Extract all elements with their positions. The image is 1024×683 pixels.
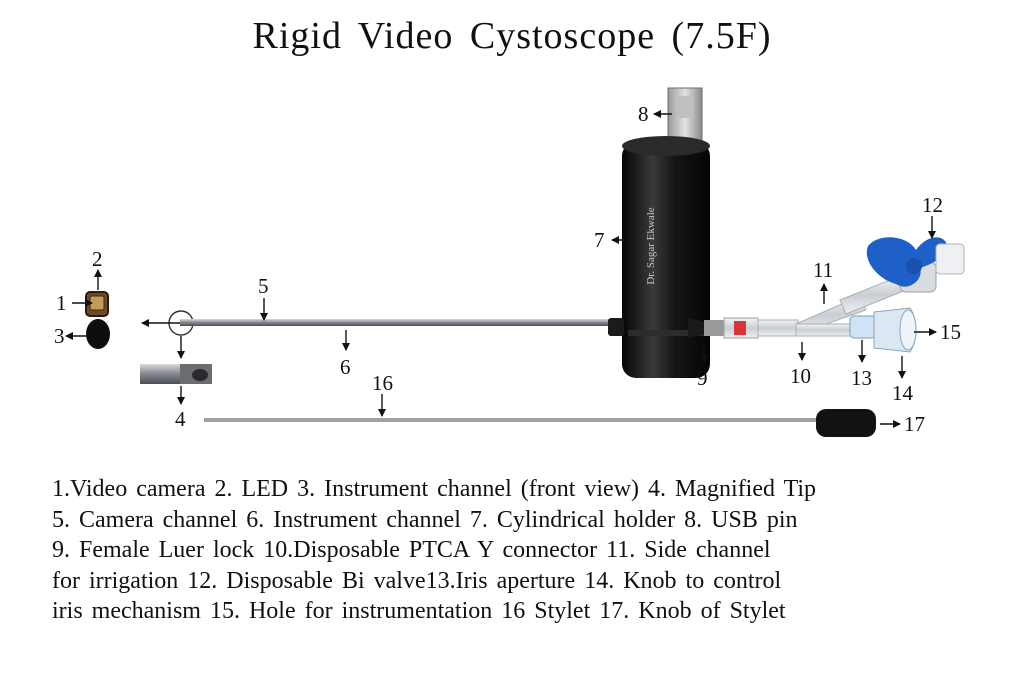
legend-line-4: for irrigation 12. Disposable Bi valve13… xyxy=(52,567,782,594)
holder-collar xyxy=(608,318,624,336)
callout-4: 4 xyxy=(175,407,186,431)
callout-14: 14 xyxy=(892,381,914,405)
bi-valve xyxy=(866,237,965,293)
cylindrical-holder: Dr. Sagar Ekwale xyxy=(622,136,710,378)
stylet xyxy=(204,418,820,422)
holder-engraving: Dr. Sagar Ekwale xyxy=(645,207,657,284)
callout-11: 11 xyxy=(813,258,833,282)
callout-8: 8 xyxy=(638,102,649,126)
callout-2: 2 xyxy=(92,247,103,271)
legend-line-2: 5. Camera channel 6. Instrument channel … xyxy=(52,506,798,533)
page-title: Rigid Video Cystoscope (7.5F) xyxy=(252,15,772,57)
callout-16: 16 xyxy=(372,371,393,395)
callout-3: 3 xyxy=(54,324,65,348)
callout-6: 6 xyxy=(340,355,351,379)
callout-15: 15 xyxy=(940,320,961,344)
instrument-channel-front xyxy=(86,319,110,349)
iris-aperture xyxy=(849,307,917,353)
magnified-tip xyxy=(140,364,212,384)
cystoscope-diagram: Dr. Sagar Ekwale xyxy=(54,87,965,437)
callout-10: 10 xyxy=(790,364,811,388)
holder-cone xyxy=(688,318,706,338)
camera-channel-shaft xyxy=(180,319,620,326)
legend: 1.Video camera 2. LED 3. Instrument chan… xyxy=(52,474,1012,627)
legend-line-3: 9. Female Luer lock 10.Disposable PTCA Y… xyxy=(52,537,771,563)
led-front xyxy=(89,295,105,311)
callout-7: 7 xyxy=(594,228,605,252)
callout-arrows xyxy=(65,110,937,428)
female-luer-lock xyxy=(704,317,759,339)
legend-line-5: iris mechanism 15. Hole for instrumentat… xyxy=(52,598,786,624)
callout-5: 5 xyxy=(258,274,269,298)
stylet-knob xyxy=(816,409,876,437)
callout-1: 1 xyxy=(56,291,67,315)
callout-12: 12 xyxy=(922,193,943,217)
callout-17: 17 xyxy=(904,412,925,436)
tip-front-view xyxy=(85,291,110,349)
callout-9: 9 xyxy=(697,366,708,390)
legend-line-1: 1.Video camera 2. LED 3. Instrument chan… xyxy=(52,476,817,502)
callout-13: 13 xyxy=(851,366,872,390)
